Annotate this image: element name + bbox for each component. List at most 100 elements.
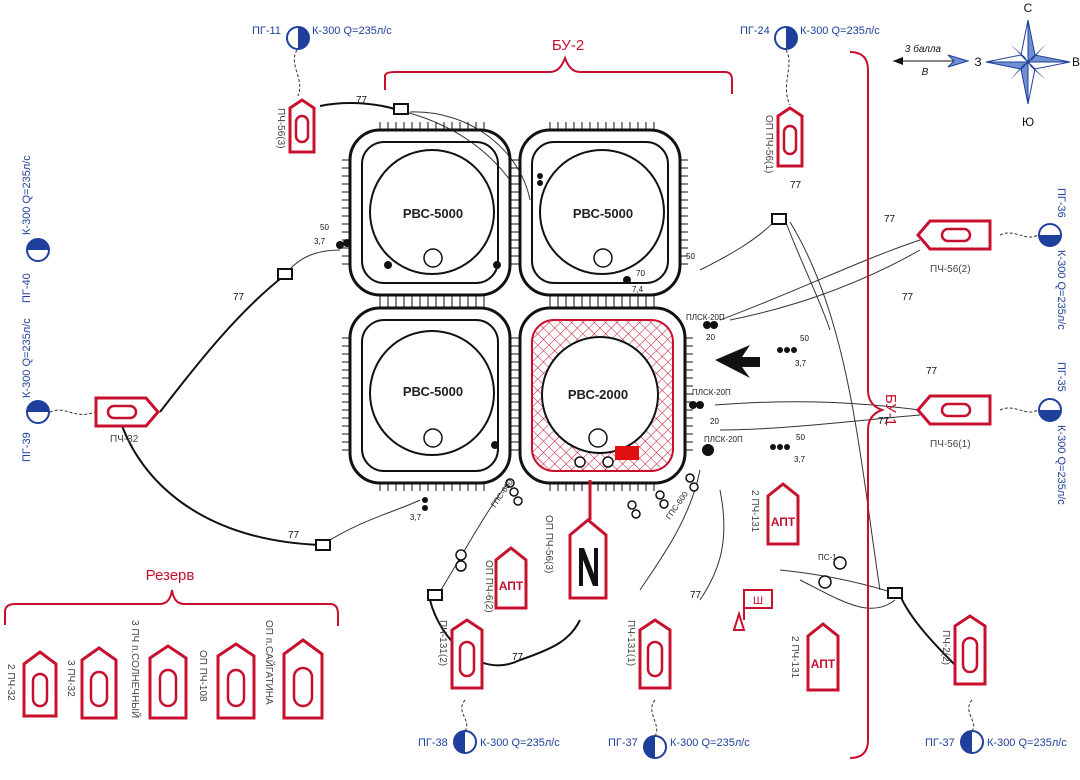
truck-label: ПЧ-131(1) [625, 620, 636, 666]
hydrant-pg35: ПГ-35 К-300 Q=235л/с [999, 362, 1067, 505]
compass-south: Ю [1022, 115, 1034, 129]
reserve-label: 2 ПЧ-32 [5, 664, 16, 701]
distance-label: 3,7 [410, 513, 422, 522]
apt-label: АПТ [811, 657, 836, 671]
truck-pch2 [953, 614, 987, 686]
hose-length: 77 [356, 95, 368, 106]
apt-label: АПТ [771, 515, 796, 529]
tank-label: РВС-5000 [403, 206, 463, 221]
truck-pch56-3 [288, 98, 316, 154]
hydrant-id: ПГ-40 [21, 273, 33, 303]
hydrant-spec: К-300 Q=235л/с [1055, 250, 1067, 330]
reserve-bracket: Резерв [4, 567, 339, 626]
hose-length: 77 [878, 416, 890, 427]
apt-unit-label: 2 ПЧ-131 [749, 490, 760, 533]
truck-label: ОП ПЧ-56(1) [763, 115, 774, 173]
fire-marker [615, 446, 639, 460]
distance-label: 20 [706, 333, 715, 342]
hydrant-id: ПГ-37 [925, 737, 955, 749]
truck-op-pch56-1 [776, 106, 804, 168]
bu2-bracket: БУ-2 [384, 37, 733, 94]
attack-arrow [715, 345, 760, 378]
compass-rose [985, 19, 1071, 105]
hydrant-spec: К-300 Q=235л/с [987, 737, 1067, 749]
reserve-truck-5 [282, 638, 324, 720]
nozzle-label: ПС-1 [818, 553, 837, 562]
svg-text:Ш: Ш [753, 595, 763, 607]
hydrant-pg37-b: ПГ-37 К-300 Q=235л/с [925, 699, 1067, 754]
distance-label: 3,7 [795, 359, 807, 368]
reserve-truck-2 [80, 646, 118, 720]
tank-rvs5000-ne: РВС-5000 [518, 128, 682, 297]
hydrant-id: ПГ-11 [252, 25, 281, 37]
distance-label: 50 [800, 334, 809, 343]
zone-label-bu1: БУ-1 [882, 394, 899, 426]
hydrant-spec: К-300 Q=235л/с [21, 155, 33, 235]
wind-arrow [893, 54, 970, 68]
hydrant-spec: К-300 Q=235л/с [21, 318, 33, 398]
hydrant-id: ПГ-38 [418, 737, 448, 749]
compass-north: С [1024, 1, 1033, 15]
gps-generators [455, 456, 847, 589]
tank-label: РВС-2000 [568, 387, 628, 402]
zone-label-bu2: БУ-2 [552, 37, 584, 54]
distance-label: 20 [710, 417, 719, 426]
hydrant-spec: К-300 Q=235л/с [670, 737, 750, 749]
tank-rvs5000-sw: РВС-5000 [348, 306, 512, 485]
hose-length: 77 [512, 652, 524, 663]
hq-flag [568, 518, 608, 600]
distance-label: 50 [320, 223, 329, 232]
hydrant-spec: К-300 Q=235л/с [1055, 425, 1067, 505]
reserve-label: ОП ПЧ-108 [197, 650, 208, 702]
zone-label-reserve: Резерв [146, 567, 195, 584]
distance-label: 50 [796, 433, 805, 442]
distance-label: 3,7 [314, 237, 326, 246]
truck-label: ПЧ-131(2) [437, 620, 448, 666]
truck-apt-1: АПТ [494, 546, 528, 610]
tank-rvs5000-nw: РВС-5000 [348, 128, 512, 297]
reserve-truck-1 [22, 650, 58, 718]
truck-apt-2: АПТ [766, 482, 800, 546]
hydrant-id: ПГ-24 [740, 25, 770, 37]
apt-label: АПТ [499, 579, 524, 593]
truck-pch56-2 [916, 219, 992, 251]
hose-length: 77 [902, 292, 914, 303]
truck-label: ПЧ-56(1) [930, 439, 971, 450]
hydrant-spec: К-300 Q=235л/с [312, 25, 392, 37]
hydrant-pg11: ПГ-11 К-300 Q=235л/с [252, 25, 392, 97]
distance-label: 3,7 [794, 455, 806, 464]
truck-pch32 [94, 396, 160, 428]
hydrant-pg36: ПГ-36 К-300 Q=235л/с [999, 188, 1067, 330]
truck-label: ОП ПЧ-56(3) [543, 515, 554, 573]
truck-label: ПЧ-2(2) [940, 630, 951, 665]
hydrant-spec: К-300 Q=235л/с [800, 25, 880, 37]
hose-lines [119, 102, 961, 671]
hydrant-pg40: ПГ-40 К-300 Q=235л/с [21, 155, 50, 303]
distance-label: 70 [636, 269, 645, 278]
embankment-ticks [342, 122, 693, 491]
reserve-truck-3 [148, 644, 188, 720]
nozzle-label: ПЛСК-20П [704, 435, 743, 444]
bu1-bracket: БУ-1 [849, 51, 899, 759]
branch-connectors [277, 103, 903, 601]
nozzle-label: ПЛСК-20П [692, 388, 731, 397]
tank-label: РВС-5000 [403, 384, 463, 399]
compass-east: В [1072, 55, 1080, 69]
hose-length: 77 [926, 366, 938, 377]
hydrant-pg37-a: ПГ-37 К-300 Q=235л/с [608, 699, 750, 759]
hydrant-id: ПГ-36 [1055, 188, 1067, 218]
truck-label: ОП ПЧ-6(2) [483, 560, 494, 613]
hose-length: 77 [288, 530, 300, 541]
hydrant-pg24: ПГ-24 К-300 Q=235л/с [740, 25, 880, 106]
distance-label: 50 [686, 252, 695, 261]
hose-length: 77 [790, 180, 802, 191]
truck-pch56-1 [916, 394, 992, 426]
compass-west: З [974, 55, 981, 69]
hose-length: 77 [884, 214, 896, 225]
reserve-label: ОП п.САЙГАТИНА [263, 620, 276, 705]
reserve-label: 3 ПЧ-32 [65, 660, 76, 697]
truck-label: ПЧ-56(2) [930, 264, 971, 275]
truck-label: ПЧ-56(3) [275, 108, 286, 149]
